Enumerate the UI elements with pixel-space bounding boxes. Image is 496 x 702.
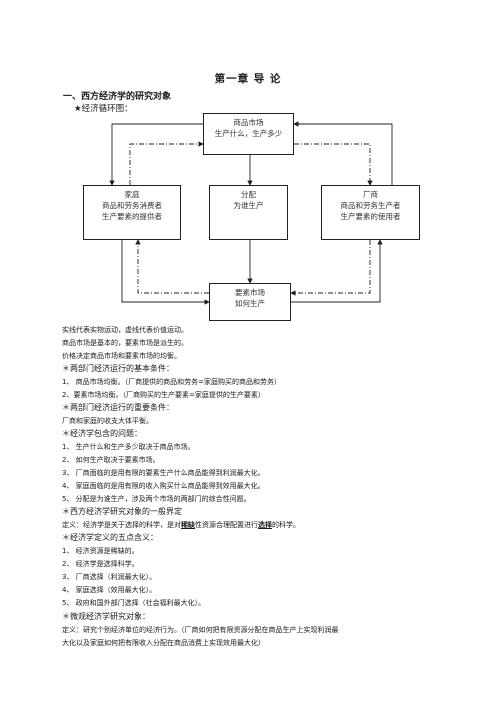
text-line: 商品市场是基本的，要素市场是派生的。 xyxy=(62,339,188,347)
flow-dash-firm-factor xyxy=(290,240,371,296)
goods-market-title: 商品市场 xyxy=(233,118,264,127)
goods-market-question: 生产什么，生产多少 xyxy=(214,129,283,138)
list-item: 3、 厂商选择（利润最大化）。 xyxy=(62,573,157,581)
flow-dash-market-firm xyxy=(294,143,373,186)
definition-part: 性资源合理配置进行 xyxy=(195,521,258,529)
household-role-supplier: 生产要素的提供者 xyxy=(102,212,162,221)
distribution-title: 分配 xyxy=(241,190,256,199)
box-firm: 厂商 商品和劳务生产者 生产要素的使用者 xyxy=(321,185,420,240)
text-line: 定义：研究个别经济单位的经济行为。（厂商如何把有限资源分配在商品生产上实现利润最 xyxy=(62,626,339,634)
chapter-title: 第一章 导 论 xyxy=(214,73,282,85)
flow-dash-factor-household xyxy=(135,239,209,294)
firm-role-user: 生产要素的使用者 xyxy=(340,212,401,221)
definition-line: 定义：经济学是关于选择的科学，是对稀缺性资源合理配置进行选择的科学。 xyxy=(62,520,300,530)
section-heading: 一、西方经济学的研究对象 xyxy=(63,92,172,102)
definition-emphasis-scarce: 稀缺 xyxy=(181,521,195,529)
subheading: ＊两部门经济运行的重要条件： xyxy=(62,403,174,412)
list-item: 1、 经济资源是稀缺的。 xyxy=(62,547,139,555)
box-factor-market: 要素市场 如何生产 xyxy=(209,283,291,321)
list-item: 2、 经济学是选择科学。 xyxy=(62,560,139,568)
flow-solid-household-factor xyxy=(121,240,210,305)
list-item: 4、 家庭面临的是用有限的收入购买什么商品能得到效用最大化。 xyxy=(62,482,265,490)
list-item: 4、 家庭选择（效用最大化）。 xyxy=(62,586,157,594)
box-household: 家庭 商品和劳务消费者 生产要素的提供者 xyxy=(83,185,181,240)
text-line: 厂商和家庭的收支大体平衡。 xyxy=(62,417,153,425)
factor-market-title: 要素市场 xyxy=(235,288,265,297)
text-line: 价格决定商品市场和要素市场的均衡。 xyxy=(62,352,181,360)
subheading: ＊微观经济学研究对象： xyxy=(62,612,150,621)
circulation-label: ★经济循环图： xyxy=(74,104,133,114)
firm-role-producer: 商品和劳务生产者 xyxy=(340,201,401,210)
text-line: 大化以及家庭如何把有限收入分配在商品消费上实现效用最大化） xyxy=(62,639,265,647)
flow-solid-firm-market xyxy=(293,121,393,185)
subheading: ＊西方经济学研究对象的一般界定 xyxy=(62,507,182,516)
flow-solid-market-household xyxy=(109,123,203,186)
list-item: 1、 生产什么和生产多少取决于商品市场。 xyxy=(62,443,195,451)
flow-dash-household-market xyxy=(129,141,204,185)
list-item: 1、 商品市场均衡。（厂商提供的商品和劳务=家庭购买的商品和劳务） xyxy=(62,378,282,386)
flow-solid-factor-firm xyxy=(291,239,383,303)
list-item: 2、 如何生产取决于要素市场。 xyxy=(62,456,160,464)
subheading: ＊两部门经济运行的基本条件： xyxy=(62,364,174,373)
definition-part: 的科学。 xyxy=(272,521,300,529)
list-item: 2、要素市场均衡。（厂商购买的生产要素=家庭提供的生产要素） xyxy=(62,391,265,399)
box-distribution: 分配 为谁生产 xyxy=(209,185,288,240)
firm-title: 厂商 xyxy=(363,190,378,199)
subheading: ＊经济学定义的五点含义： xyxy=(62,533,158,542)
definition-emphasis-choice: 选择 xyxy=(258,521,272,529)
household-role-consumer: 商品和劳务消费者 xyxy=(102,201,162,210)
definition-part: 定义：经济学是关于选择的科学，是对 xyxy=(62,521,181,529)
list-item: 3、 厂商面临的是用有限的要素生产什么商品能得到利润最大化。 xyxy=(62,469,265,477)
subheading: ＊经济学包含的问题： xyxy=(62,429,142,438)
list-item: 5、 分配是为谁生产，涉及两个市场的两部门的综合性问题。 xyxy=(62,495,251,503)
box-goods-market: 商品市场 生产什么，生产多少 xyxy=(203,113,294,155)
list-item: 5、 政府和国外部门选择（社会福利最大化）。 xyxy=(62,599,206,607)
text-line: 实线代表实物运动，虚线代表价值运动。 xyxy=(62,326,188,334)
distribution-question: 为谁生产 xyxy=(233,201,264,210)
household-title: 家庭 xyxy=(124,190,140,199)
factor-market-question: 如何生产 xyxy=(235,299,265,308)
